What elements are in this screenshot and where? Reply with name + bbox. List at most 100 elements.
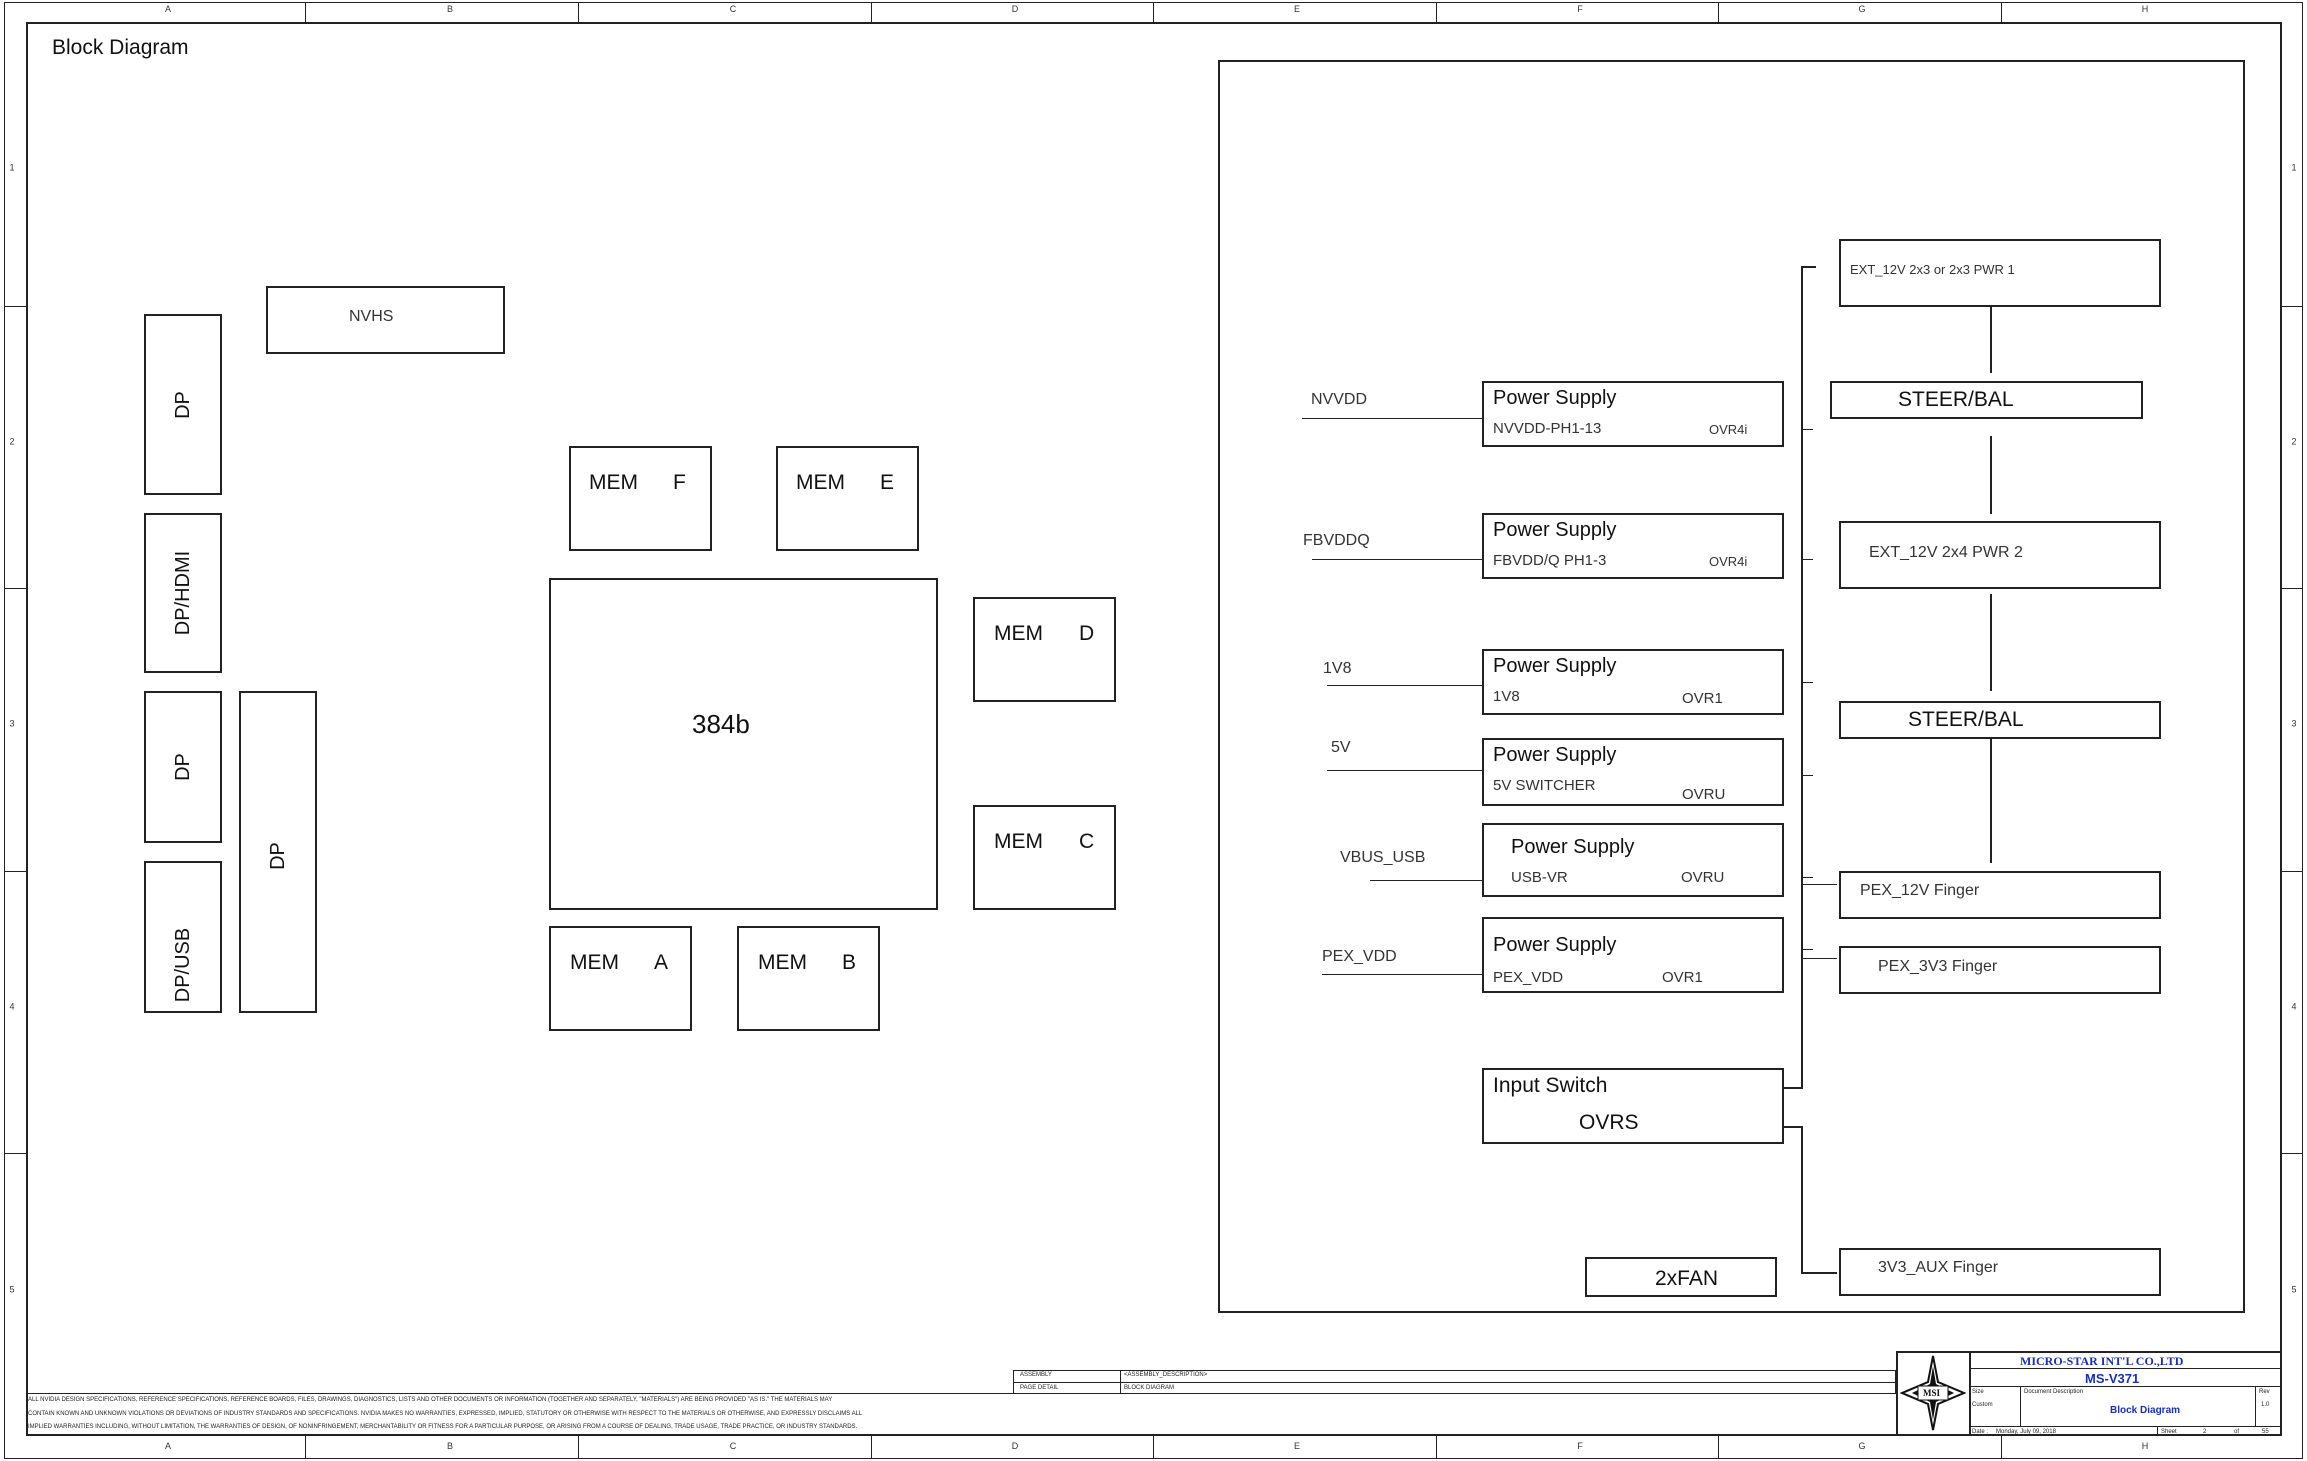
fan-block[interactable]: 2xFAN <box>1585 1257 1777 1297</box>
pex-12v-finger[interactable]: PEX_12V Finger <box>1839 871 2161 919</box>
dp-connector-3[interactable]: DP <box>239 691 317 1013</box>
zone-tick <box>4 588 26 589</box>
assembly-label: ASSEMBLY <box>1020 1372 1052 1378</box>
pex-3v3-finger[interactable]: PEX_3V3 Finger <box>1839 946 2161 994</box>
zone-tick <box>2282 306 2303 307</box>
gpu-label: 384b <box>692 709 750 739</box>
aux-bus <box>1801 1126 1803 1274</box>
net-wire <box>1302 418 1482 419</box>
power-supply-vbus-usb[interactable]: Power Supply USB-VR OVRU <box>1482 823 1784 897</box>
source-wire <box>1990 307 1992 373</box>
zone-tick <box>1153 2 1154 22</box>
net-label-pex-vdd: PEX_VDD <box>1322 948 1397 965</box>
mem-slot: C <box>1079 830 1095 853</box>
bus-tick <box>1801 877 1813 878</box>
zone-tick <box>4 1153 26 1154</box>
power-controller: OVR1 <box>1662 969 1703 986</box>
zone-label: 4 <box>9 1001 15 1012</box>
zone-label: A <box>164 4 172 14</box>
nvhs-connector[interactable]: NVHS <box>266 286 505 354</box>
net-label-5v: 5V <box>1331 739 1351 756</box>
mem-a-block[interactable]: MEM A <box>549 926 692 1031</box>
3v3-aux-finger[interactable]: 3V3_AUX Finger <box>1839 1248 2161 1296</box>
net-label-vbus-usb: VBUS_USB <box>1340 849 1426 866</box>
date-value: Monday, July 09, 2018 <box>1996 1429 2056 1435</box>
mem-e-block[interactable]: MEM E <box>776 446 919 551</box>
power-supply-sub: NVVDD-PH1-13 <box>1493 420 1602 437</box>
zone-tick <box>2282 588 2303 589</box>
title-rule <box>1969 1368 2282 1369</box>
mem-slot: E <box>880 471 895 494</box>
power-supply-sub: 1V8 <box>1493 688 1520 705</box>
msi-logo: MSI <box>1900 1354 1966 1432</box>
source-label: EXT_12V 2x3 or 2x3 PWR 1 <box>1850 262 2015 277</box>
net-label-nvvdd: NVVDD <box>1311 391 1368 408</box>
dp-connector-1[interactable]: DP <box>144 314 222 495</box>
dp-connector-2[interactable]: DP <box>144 691 222 843</box>
inner-border <box>26 22 2282 1436</box>
source-wire <box>1990 436 1992 514</box>
bus-tick <box>1801 949 1813 950</box>
zone-tick <box>305 1436 306 1459</box>
power-supply-sub: 5V SWITCHER <box>1493 777 1596 794</box>
power-supply-pex-vdd[interactable]: Power Supply PEX_VDD OVR1 <box>1482 917 1784 993</box>
bus-tick <box>1801 266 1816 268</box>
zone-label: 3 <box>9 718 15 729</box>
power-supply-title: Power Supply <box>1493 934 1617 956</box>
disclaimer-line-2: CONTAIN KNOWN AND UNKNOWN VIOLATIONS OR … <box>28 1411 863 1417</box>
title-rule <box>2255 1386 2256 1426</box>
power-supply-title: Power Supply <box>1493 744 1617 766</box>
source-label: 3V3_AUX Finger <box>1878 1259 1999 1276</box>
gpu-block[interactable]: 384b <box>549 578 938 910</box>
title-rule <box>2157 1426 2158 1436</box>
mem-slot: D <box>1079 622 1095 645</box>
power-supply-fbvddq[interactable]: Power Supply FBVDD/Q PH1-3 OVR4i <box>1482 513 1784 579</box>
zone-label: B <box>446 1441 454 1451</box>
net-wire <box>1312 559 1482 560</box>
mem-f-block[interactable]: MEM F <box>569 446 712 551</box>
zone-label: 3 <box>2291 718 2297 729</box>
power-supply-1v8[interactable]: Power Supply 1V8 OVR1 <box>1482 649 1784 715</box>
power-controller: OVR4i <box>1709 554 1748 569</box>
zone-tick <box>578 1436 579 1459</box>
zone-label: C <box>729 4 737 14</box>
title-rule <box>2020 1386 2021 1426</box>
zone-label: 2 <box>2291 436 2297 447</box>
net-label-fbvddq: FBVDDQ <box>1303 532 1370 549</box>
steer-bal-2[interactable]: STEER/BAL <box>1839 701 2161 739</box>
connector-label: DP <box>172 391 194 419</box>
power-supply-5v[interactable]: Power Supply 5V SWITCHER OVRU <box>1482 738 1784 806</box>
rev-value: 1.0 <box>2261 1402 2270 1408</box>
page-detail-label: PAGE DETAIL <box>1020 1385 1059 1391</box>
zone-label: 5 <box>9 1284 15 1295</box>
bus-tick <box>1801 775 1813 776</box>
ext-12v-pwr1-connector[interactable]: EXT_12V 2x3 or 2x3 PWR 1 <box>1839 239 2161 307</box>
mem-c-block[interactable]: MEM C <box>973 805 1116 910</box>
of-value: 55 <box>2262 1429 2269 1435</box>
power-supply-nvvdd[interactable]: Power Supply NVVDD-PH1-13 OVR4i <box>1482 381 1784 447</box>
zone-label: 4 <box>2291 1001 2297 1012</box>
mem-label: MEM <box>994 622 1043 645</box>
dp-hdmi-connector[interactable]: DP/HDMI <box>144 513 222 673</box>
bus-tick <box>1801 884 1837 885</box>
rev-label: Rev <box>2259 1389 2270 1395</box>
ext-12v-pwr2-connector[interactable]: EXT_12V 2x4 PWR 2 <box>1839 521 2161 589</box>
power-controller: OVRU <box>1681 869 1725 886</box>
mem-b-block[interactable]: MEM B <box>737 926 880 1031</box>
zone-tick <box>2001 2 2002 22</box>
zone-label: 5 <box>2291 1284 2297 1295</box>
source-label: PEX_3V3 Finger <box>1878 958 1998 975</box>
table-rule <box>1120 1370 1121 1394</box>
page-detail-value: BLOCK DIAGRAM <box>1124 1385 1175 1391</box>
zone-label: G <box>1858 4 1866 14</box>
zone-tick <box>4 871 26 872</box>
zone-tick <box>2001 1436 2002 1459</box>
zone-tick <box>2282 871 2303 872</box>
dp-usb-connector[interactable]: DP/USB <box>144 861 222 1013</box>
zone-label: E <box>1293 4 1301 14</box>
steer-bal-1[interactable]: STEER/BAL <box>1830 381 2143 419</box>
net-label-1v8: 1V8 <box>1323 660 1352 677</box>
mem-d-block[interactable]: MEM D <box>973 597 1116 702</box>
input-switch-block[interactable]: Input Switch OVRS <box>1482 1068 1784 1144</box>
zone-tick <box>871 1436 872 1459</box>
